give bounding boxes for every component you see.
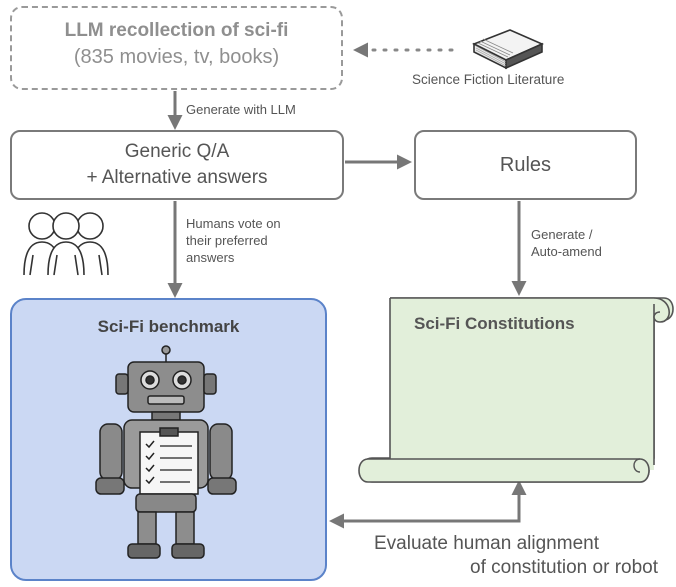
llm-recollection-subtitle: (835 movies, tv, books) — [73, 46, 280, 68]
rules-label: Rules — [499, 154, 552, 176]
evaluate-label: Evaluate human alignment of constitution… — [374, 533, 658, 578]
arrow-evaluate — [329, 480, 527, 529]
rules-box: Rules — [414, 130, 637, 200]
humans-vote-label: Humans vote on their preferred answers — [186, 216, 281, 265]
generic-qa-line2: + Alternative answers — [86, 167, 268, 188]
scifi-benchmark-title: Sci-Fi benchmark — [97, 317, 240, 336]
three-people-icon — [23, 212, 109, 276]
robot-with-clipboard-icon — [95, 345, 237, 559]
generic-qa-line1: Generic Q/A — [124, 141, 230, 162]
llm-recollection-title: LLM recollection of sci-fi — [64, 20, 289, 41]
scroll-icon — [358, 297, 674, 483]
scifi-constitutions-title: Sci-Fi Constitutions — [414, 314, 575, 333]
literature-label: Science Fiction Literature — [412, 72, 565, 87]
llm-recollection-box: LLM recollection of sci-fi (835 movies, … — [10, 6, 343, 90]
generic-qa-box: Generic Q/A + Alternative answers — [10, 130, 344, 200]
generate-amend-label: Generate / Auto-amend — [531, 227, 602, 259]
book-icon — [472, 29, 544, 70]
generate-with-llm-label: Generate with LLM — [186, 102, 296, 117]
